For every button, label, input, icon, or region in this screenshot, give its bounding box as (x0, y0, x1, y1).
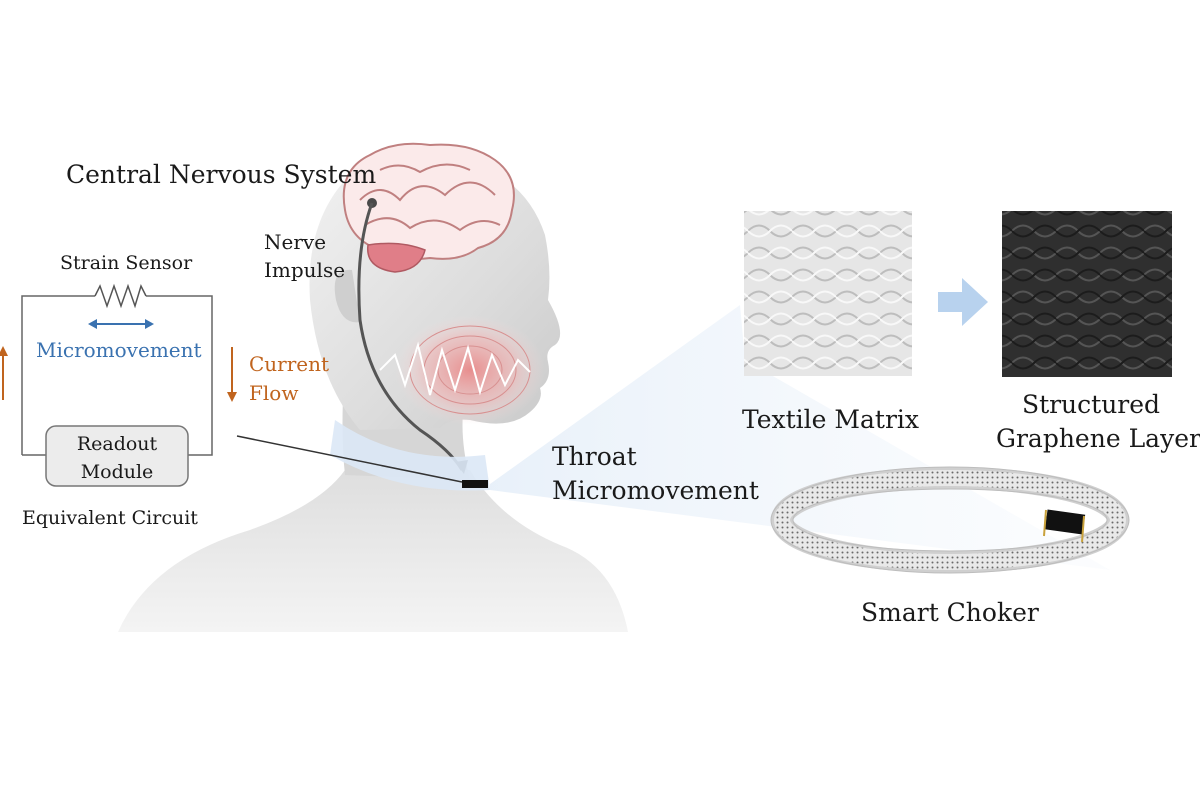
transform-arrow-icon (938, 278, 988, 326)
label-micromovement: Micromovement (36, 338, 202, 362)
circuit-wire (21, 295, 213, 456)
choker-on-neck (330, 420, 490, 491)
label-throat-micromovement-line1: Throat (552, 442, 637, 471)
label-current-flow-line1: Current (249, 352, 330, 376)
label-readout-module: Readout Module (46, 430, 188, 486)
label-nerve-impulse-line1: Nerve (264, 230, 327, 254)
ear (334, 269, 360, 323)
label-current-flow: Current Flow (249, 350, 329, 408)
readout-module-box (45, 425, 189, 487)
current-flow-down-arrow-icon (227, 347, 237, 402)
label-throat-micromovement: Throat Micromovement (552, 440, 759, 508)
brain-illustration (342, 142, 515, 273)
label-nerve-impulse: Nerve Impulse (264, 228, 345, 284)
label-smart-choker: Smart Choker (861, 598, 1039, 627)
equivalent-circuit-diagram (0, 283, 237, 487)
nerve-impulse-line (357, 202, 464, 471)
label-readout-module-line1: Readout (76, 433, 158, 455)
choker-sensor-module (1044, 509, 1086, 535)
label-structured-graphene-line1: Structured (1021, 390, 1161, 419)
shoulders (118, 470, 628, 632)
label-readout-module-line2: Module (80, 461, 154, 483)
zoom-beam (490, 305, 1110, 570)
label-structured-graphene-line2: Graphene Layer (996, 424, 1200, 453)
circuit-pointer-line (236, 435, 463, 483)
micromovement-double-arrow-icon (88, 319, 154, 329)
label-structured-graphene-layer: Structured Graphene Layer (996, 388, 1200, 456)
throat-signal-waves (379, 315, 545, 425)
smart-choker-illustration (770, 466, 1130, 574)
label-central-nervous-system: Central Nervous System (66, 160, 377, 189)
label-current-flow-line2: Flow (249, 381, 299, 405)
label-equivalent-circuit: Equivalent Circuit (22, 507, 198, 529)
current-flow-up-arrow-icon (0, 346, 8, 400)
sensor-on-neck (462, 480, 488, 488)
label-nerve-impulse-line2: Impulse (264, 258, 346, 282)
label-textile-matrix: Textile Matrix (742, 405, 920, 434)
brain-cerebellum (367, 242, 426, 273)
graphene-layer-swatch (1002, 211, 1172, 377)
resistor-icon (94, 283, 147, 309)
label-strain-sensor: Strain Sensor (60, 252, 193, 274)
textile-matrix-swatch (744, 211, 912, 376)
label-throat-micromovement-line2: Micromovement (552, 476, 759, 505)
